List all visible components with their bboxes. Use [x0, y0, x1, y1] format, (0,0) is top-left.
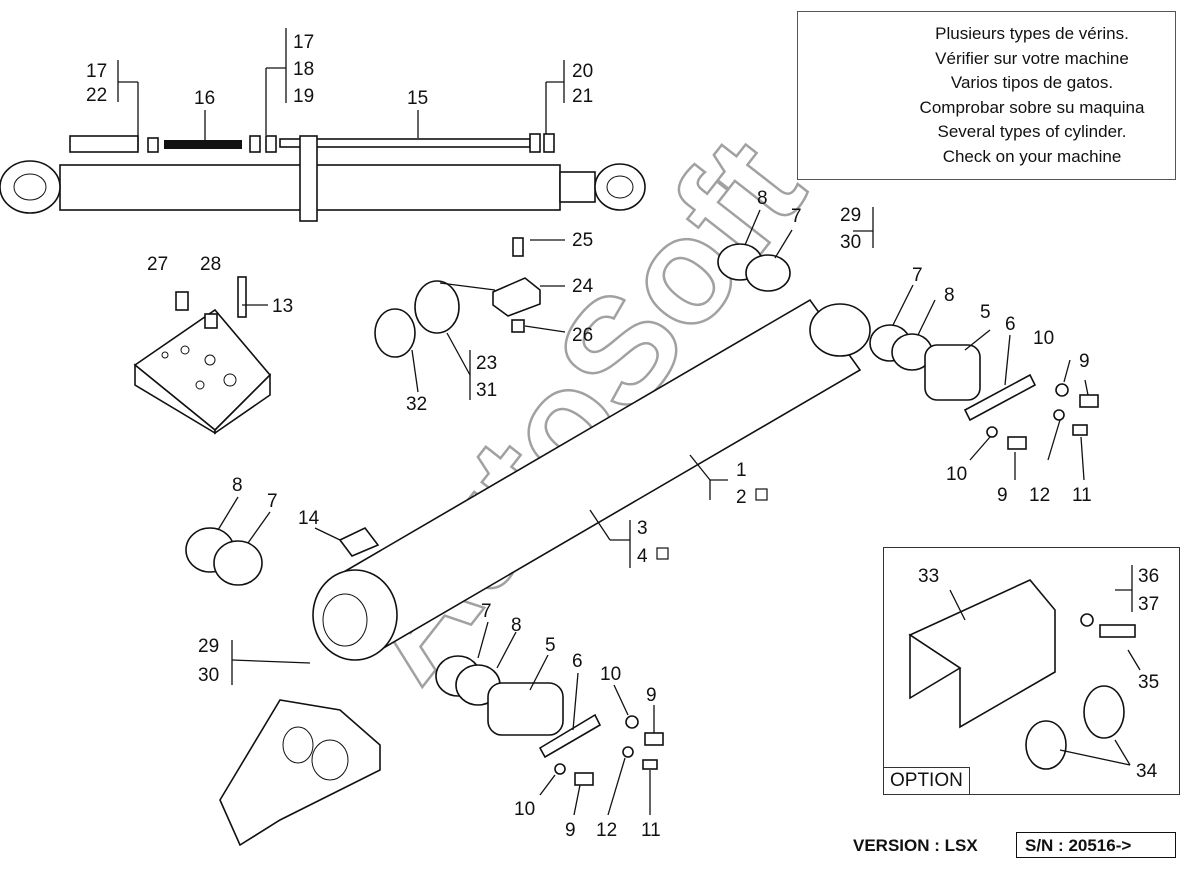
callout-10: 10: [946, 464, 967, 485]
callout-7: 7: [912, 265, 923, 286]
callout-30: 30: [198, 665, 219, 686]
callout-33: 33: [918, 566, 939, 587]
notice-line: Plusieurs types de vérins.: [935, 24, 1129, 43]
callout-17: 17: [86, 61, 107, 82]
callout-32: 32: [406, 394, 427, 415]
callout-5: 5: [980, 302, 991, 323]
notice-line: Comprobar sobre su maquina: [919, 97, 1145, 117]
notice-line: Vérifier sur votre machine: [935, 48, 1129, 68]
callout-8: 8: [511, 615, 522, 636]
callout-3: 3: [637, 518, 648, 539]
callout-12: 12: [596, 820, 617, 841]
option-panel: OPTION: [883, 547, 1180, 795]
callout-31: 31: [476, 380, 497, 401]
callout-9: 9: [646, 685, 657, 706]
callout-19: 19: [293, 86, 314, 107]
callout-26: 26: [572, 325, 593, 346]
callout-13: 13: [272, 296, 293, 317]
callout-23: 23: [476, 353, 497, 374]
callout-21: 21: [572, 86, 593, 107]
callout-8: 8: [232, 475, 243, 496]
main-cylinder: [312, 298, 871, 661]
callout-7: 7: [481, 601, 492, 622]
callout-15: 15: [407, 88, 428, 109]
top-cylinder-assembly: [0, 133, 646, 222]
callout-10: 10: [1033, 328, 1054, 349]
callout-14: 14: [298, 508, 320, 529]
callout-10: 10: [600, 664, 621, 685]
callout-36: 36: [1138, 566, 1159, 587]
callout-numbers: 17 22 16 17 18 19 15 20 21 27 28 13 25 2…: [86, 32, 1159, 841]
callout-9: 9: [565, 820, 576, 841]
callout-17: 17: [293, 32, 314, 53]
callout-12: 12: [1029, 485, 1050, 506]
notice-line: Check on your machine: [942, 146, 1122, 166]
leader-lines: [117, 28, 1141, 816]
callout-24: 24: [572, 276, 594, 297]
callout-28: 28: [200, 254, 221, 275]
callout-4: 4: [637, 546, 648, 567]
callout-25: 25: [572, 230, 593, 251]
warning-notice-box: Plusieurs types de vérins. Vérifier sur …: [797, 11, 1176, 180]
callout-20: 20: [572, 61, 593, 82]
callout-35: 35: [1138, 672, 1159, 693]
callout-11: 11: [641, 820, 661, 841]
clamp-parts: [374, 237, 541, 358]
lower-left-parts: [185, 527, 263, 586]
callout-11: 11: [1072, 485, 1092, 506]
serial-number-box: S/N : 20516->: [1016, 832, 1176, 858]
frame-bracket: [219, 699, 381, 847]
lower-middle-parts: [435, 655, 664, 786]
callout-30: 30: [840, 232, 861, 253]
callout-5: 5: [545, 635, 556, 656]
callout-8: 8: [757, 188, 768, 209]
version-label: VERSION : LSX: [853, 836, 978, 855]
upper-right-parts: [717, 243, 1099, 450]
callout-18: 18: [293, 59, 314, 80]
option-label: OPTION: [884, 767, 970, 794]
callout-4-box: [656, 547, 669, 560]
callout-6: 6: [572, 651, 583, 672]
callout-22: 22: [86, 85, 107, 106]
notice-line: Several types of cylinder.: [937, 122, 1127, 141]
callout-2: 2: [736, 487, 747, 508]
callout-7: 7: [267, 491, 278, 512]
callout-6: 6: [1005, 314, 1016, 335]
callout-16: 16: [194, 88, 215, 109]
callout-8: 8: [944, 285, 955, 306]
callout-9: 9: [997, 485, 1008, 506]
notice-line: Varios tipos de gatos.: [950, 73, 1114, 92]
callout-27: 27: [147, 254, 168, 275]
valve-block: [133, 276, 272, 435]
callout-9: 9: [1079, 351, 1090, 372]
callout-37: 37: [1138, 594, 1159, 615]
callout-34: 34: [1136, 761, 1158, 782]
callout-29: 29: [198, 636, 219, 657]
callout-2-box: [755, 488, 768, 501]
callout-29: 29: [840, 205, 861, 226]
callout-7: 7: [791, 206, 802, 227]
callout-1: 1: [736, 460, 747, 481]
callout-10: 10: [514, 799, 535, 820]
warning-notice-text: Plusieurs types de vérins. Vérifier sur …: [892, 22, 1172, 169]
option-cover: [908, 579, 1136, 770]
